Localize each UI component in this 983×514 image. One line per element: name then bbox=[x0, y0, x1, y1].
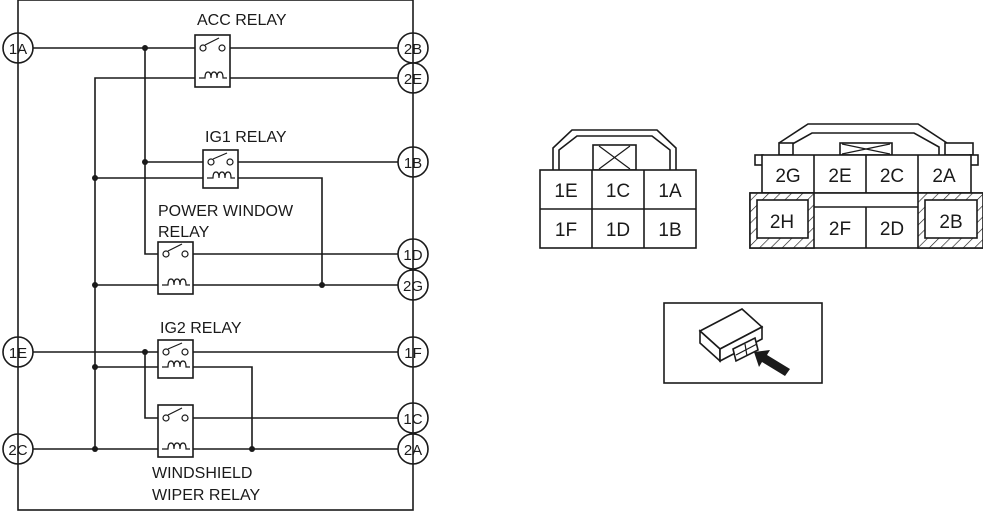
junction-dot bbox=[92, 175, 98, 181]
pin-label: 1F bbox=[555, 220, 577, 241]
relay-coil-icon bbox=[199, 71, 227, 79]
relay-switch-icon bbox=[162, 407, 189, 422]
terminal-2E: 2E bbox=[397, 62, 429, 94]
pin-label: 2B bbox=[939, 212, 962, 233]
terminal-1F: 1F bbox=[397, 336, 429, 368]
relay-coil-icon bbox=[207, 171, 235, 179]
connector-view-indicator bbox=[663, 302, 823, 384]
relay-label: WINDSHIELD bbox=[152, 465, 252, 482]
connector-view-arrow-icon bbox=[698, 308, 790, 376]
terminal-1E: 1E bbox=[2, 336, 34, 368]
junction-dot bbox=[142, 159, 148, 165]
junction-dot bbox=[92, 282, 98, 288]
pin-label: 2D bbox=[880, 219, 904, 240]
terminal-1A: 1A bbox=[2, 32, 34, 64]
relay-label: POWER WINDOW bbox=[158, 203, 294, 220]
terminal-1C: 1C bbox=[397, 402, 429, 434]
junction-dot bbox=[249, 446, 255, 452]
svg-text:1B: 1B bbox=[404, 155, 422, 172]
svg-text:1E: 1E bbox=[9, 345, 27, 362]
pin-label: 2C bbox=[880, 166, 904, 187]
pin-label: 2H bbox=[770, 212, 794, 233]
terminal-2C: 2C bbox=[2, 433, 34, 465]
svg-text:2B: 2B bbox=[404, 41, 422, 58]
junction-dot bbox=[92, 446, 98, 452]
power-window-relay: POWER WINDOW RELAY bbox=[157, 203, 294, 295]
svg-text:2A: 2A bbox=[404, 442, 422, 459]
relay-label: RELAY bbox=[158, 224, 210, 241]
relay-coil-icon bbox=[162, 360, 190, 368]
svg-text:1F: 1F bbox=[404, 345, 422, 362]
svg-text:2E: 2E bbox=[404, 71, 422, 88]
windshield-wiper-relay: WINDSHIELD WIPER RELAY bbox=[152, 404, 261, 504]
terminal-2A: 2A bbox=[397, 433, 429, 465]
pin-label: 2F bbox=[829, 219, 851, 240]
relay-coil-icon bbox=[162, 442, 190, 450]
relay-coil-icon bbox=[162, 278, 190, 286]
wiring bbox=[33, 47, 398, 450]
svg-text:2G: 2G bbox=[403, 278, 423, 295]
ig2-relay: IG2 RELAY bbox=[157, 320, 242, 379]
relay-label: IG1 RELAY bbox=[205, 129, 287, 146]
svg-text:1C: 1C bbox=[403, 411, 422, 428]
junction-dots bbox=[92, 45, 325, 452]
pin-label: 1B bbox=[658, 220, 681, 241]
relay-label: WIPER RELAY bbox=[152, 487, 261, 504]
acc-relay: ACC RELAY bbox=[194, 12, 287, 88]
junction-dot bbox=[142, 45, 148, 51]
pin-label: 1E bbox=[554, 181, 577, 202]
relay-switch-icon bbox=[199, 37, 226, 52]
pin-label: 1A bbox=[658, 181, 682, 202]
pin-label: 2E bbox=[828, 166, 851, 187]
junction-dot bbox=[142, 349, 148, 355]
relay-switch-icon bbox=[162, 342, 189, 356]
connector-2: 2G 2E 2C 2A 2H 2F 2D 2B bbox=[749, 123, 983, 249]
relay-label: ACC RELAY bbox=[197, 12, 287, 29]
ig1-relay: IG1 RELAY bbox=[202, 129, 287, 189]
pin-label: 2G bbox=[775, 166, 800, 187]
terminal-1B: 1B bbox=[397, 146, 429, 178]
svg-text:1D: 1D bbox=[403, 247, 422, 264]
pin-label: 1D bbox=[606, 220, 630, 241]
terminal-1D: 1D bbox=[397, 238, 429, 270]
terminal-2B: 2B bbox=[397, 32, 429, 64]
terminal-2G: 2G bbox=[397, 269, 429, 301]
pin-label: 2A bbox=[932, 166, 956, 187]
relay-label: IG2 RELAY bbox=[160, 320, 242, 337]
pin-label: 1C bbox=[606, 181, 630, 202]
junction-dot bbox=[92, 364, 98, 370]
svg-text:1A: 1A bbox=[9, 41, 27, 58]
junction-dot bbox=[319, 282, 325, 288]
svg-text:2C: 2C bbox=[8, 442, 27, 459]
connector-1: 1E 1C 1A 1F 1D 1B bbox=[539, 129, 697, 249]
relay-switch-icon bbox=[162, 243, 189, 258]
relay-switch-icon bbox=[207, 152, 234, 166]
